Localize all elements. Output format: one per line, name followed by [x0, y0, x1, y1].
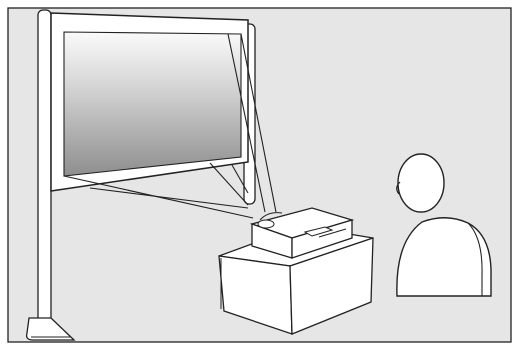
projection-screen-icon	[51, 13, 248, 191]
